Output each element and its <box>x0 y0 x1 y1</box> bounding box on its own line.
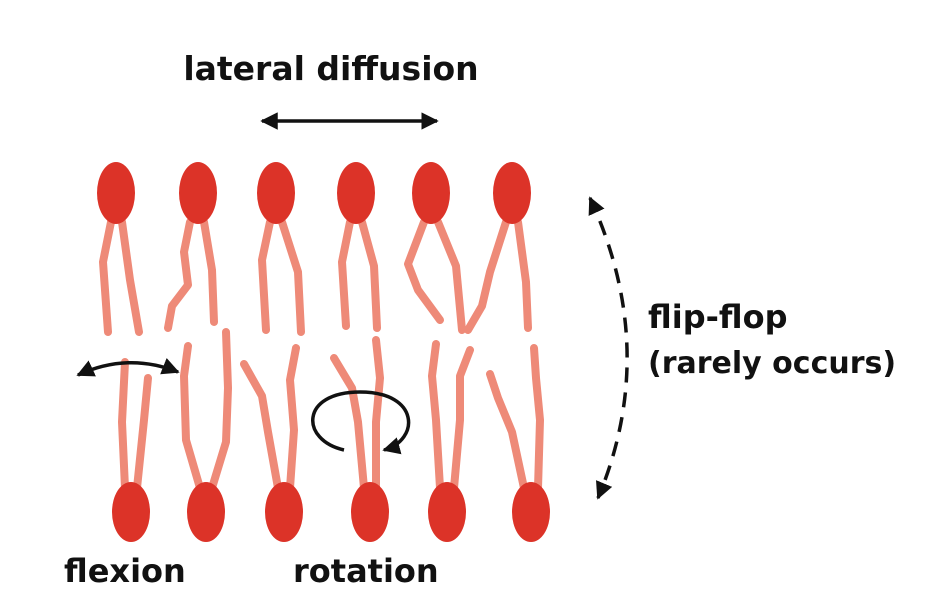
bottom-lipid-6-tail <box>486 370 528 492</box>
lipid-head-bottom-5 <box>428 482 466 542</box>
top-lipid-2-tail <box>164 218 194 332</box>
flexion-label: flexion <box>64 552 186 590</box>
top-lipid-4-tail <box>358 218 381 332</box>
top-lipid-6-tail <box>464 218 510 334</box>
top-lipid-4-tail <box>338 218 354 330</box>
flip-flop-label: flip-flop <box>648 298 787 336</box>
rotation-arrow <box>311 390 411 455</box>
bottom-lipid-3-tail <box>286 344 300 492</box>
flip-flop-arrow <box>588 196 629 500</box>
lipid-head-bottom-1 <box>112 482 150 542</box>
bottom-lipid-1-tail <box>118 358 129 492</box>
lipid-head-top-5 <box>412 162 450 224</box>
lipid-head-top-1 <box>97 162 135 224</box>
bottom-lipid-6-tail <box>530 344 544 492</box>
bottom-leaflet-heads <box>112 482 550 542</box>
flexion-arrow <box>76 358 180 377</box>
top-lipid-2-tail <box>200 218 218 326</box>
bottom-lipid-4-tail <box>372 336 384 492</box>
flip-flop-note: (rarely occurs) <box>648 346 896 381</box>
bottom-lipid-2-tail <box>208 328 232 492</box>
lipid-head-bottom-3 <box>265 482 303 542</box>
top-lipid-3-tail <box>278 218 305 336</box>
bottom-lipid-1-tail <box>133 374 152 492</box>
bottom-lipid-5-tail <box>428 340 444 492</box>
top-lipid-1-tail <box>99 218 115 336</box>
bottom-lipid-3-tail <box>240 360 282 492</box>
lipid-tails <box>99 218 544 492</box>
lipid-head-top-4 <box>337 162 375 224</box>
lipid-head-top-6 <box>493 162 531 224</box>
lipid-head-bottom-2 <box>187 482 225 542</box>
top-lipid-5-tail <box>404 218 444 324</box>
top-lipid-3-tail <box>258 218 274 334</box>
top-lipid-6-tail <box>514 218 532 332</box>
lateral-diffusion-label: lateral diffusion <box>183 49 478 88</box>
bottom-lipid-2-tail <box>180 342 204 492</box>
lipid-head-top-3 <box>257 162 295 224</box>
lipid-head-bottom-4 <box>351 482 389 542</box>
lipid-head-top-2 <box>179 162 217 224</box>
top-lipid-5-tail <box>434 218 466 334</box>
lipid-head-bottom-6 <box>512 482 550 542</box>
bottom-lipid-5-tail <box>450 346 474 492</box>
rotation-label: rotation <box>293 552 439 590</box>
bottom-lipid-4-tail <box>330 354 368 492</box>
top-lipid-1-tail <box>118 218 143 336</box>
top-leaflet-heads <box>97 162 531 224</box>
